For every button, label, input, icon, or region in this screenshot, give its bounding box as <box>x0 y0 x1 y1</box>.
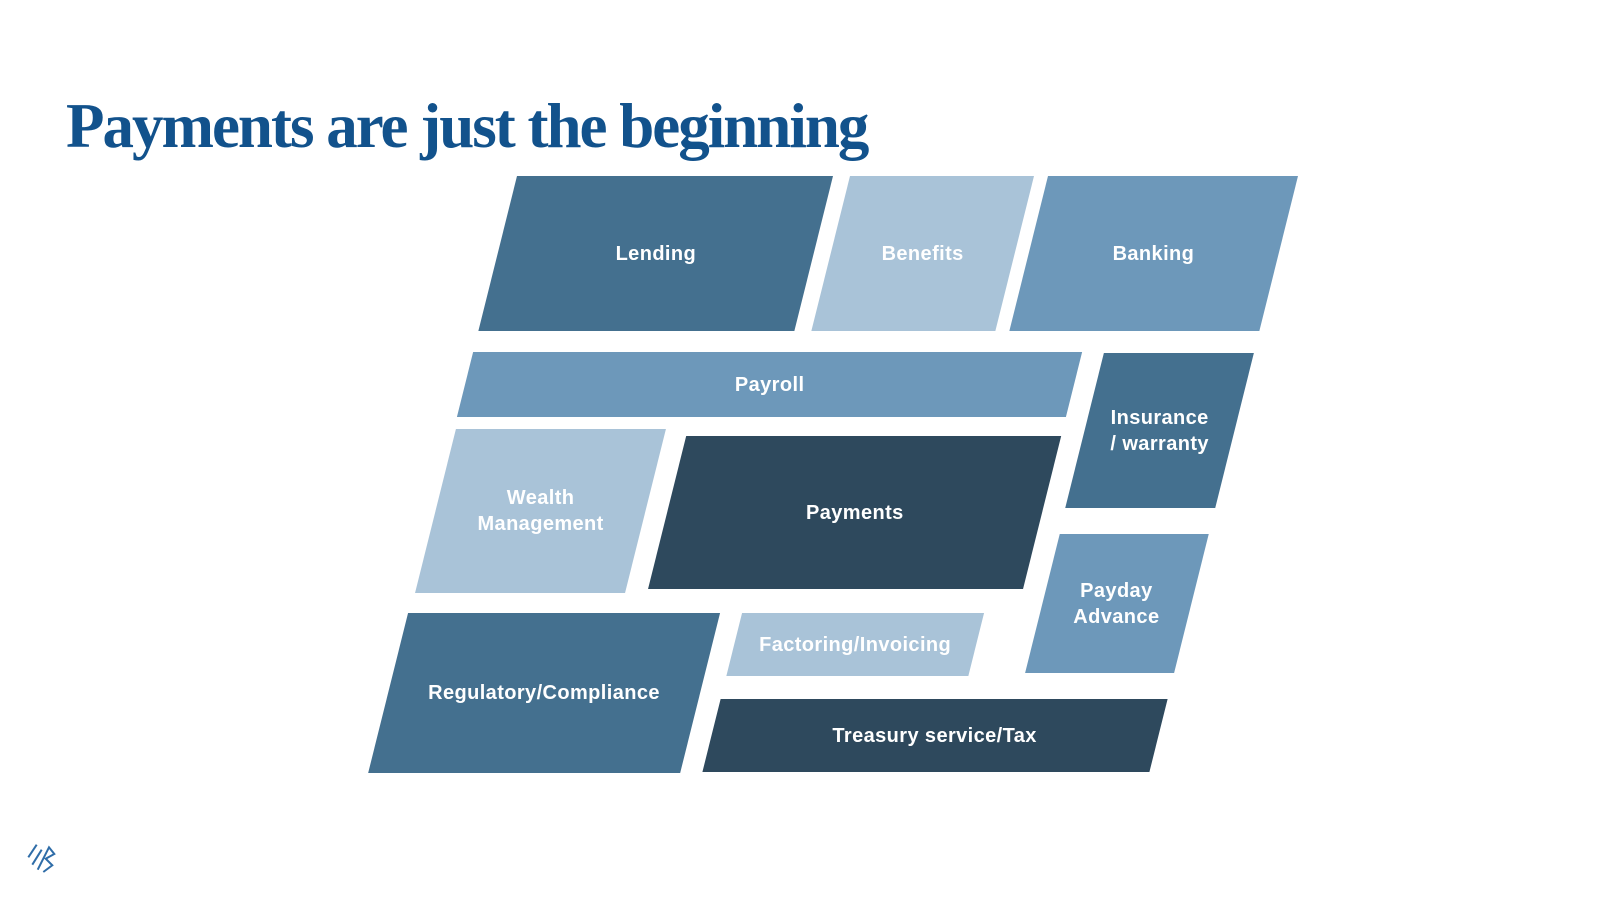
block-label-treasury-tax: Treasury service/Tax <box>832 724 1038 747</box>
block-label-lending: Lending <box>615 242 696 265</box>
block-label-payroll: Payroll <box>734 373 805 396</box>
block-treasury-tax: Treasury service/Tax <box>702 699 1168 772</box>
block-factoring-invoicing: Factoring/Invoicing <box>726 613 985 676</box>
block-label-payments: Payments <box>805 501 904 524</box>
block-payroll: Payroll <box>456 352 1083 417</box>
block-label-factoring-invoicing: Factoring/Invoicing <box>759 633 952 656</box>
brand-logo-icon <box>27 844 56 873</box>
block-label-regulatory-compliance: Regulatory/Compliance <box>428 682 660 704</box>
block-payments: Payments <box>648 436 1062 589</box>
block-label-banking: Banking <box>1112 242 1195 265</box>
block-payday-advance: Payday Advance <box>1025 534 1209 673</box>
block-benefits: Benefits <box>811 176 1035 331</box>
block-banking: Banking <box>1009 176 1299 331</box>
block-label-benefits: Benefits <box>881 242 964 265</box>
block-regulatory-compliance: Regulatory/Compliance <box>368 613 721 773</box>
block-label-payday-advance: Payday Advance <box>1073 579 1161 628</box>
block-wealth-management: Wealth Management <box>415 429 666 593</box>
block-label-wealth-management: Wealth Management <box>477 487 604 535</box>
block-insurance-warranty: Insurance / warranty <box>1065 353 1254 508</box>
slide-title: Payments are just the beginning <box>66 91 869 162</box>
block-label-insurance-warranty: Insurance / warranty <box>1110 406 1209 455</box>
block-lending: Lending <box>478 176 834 331</box>
